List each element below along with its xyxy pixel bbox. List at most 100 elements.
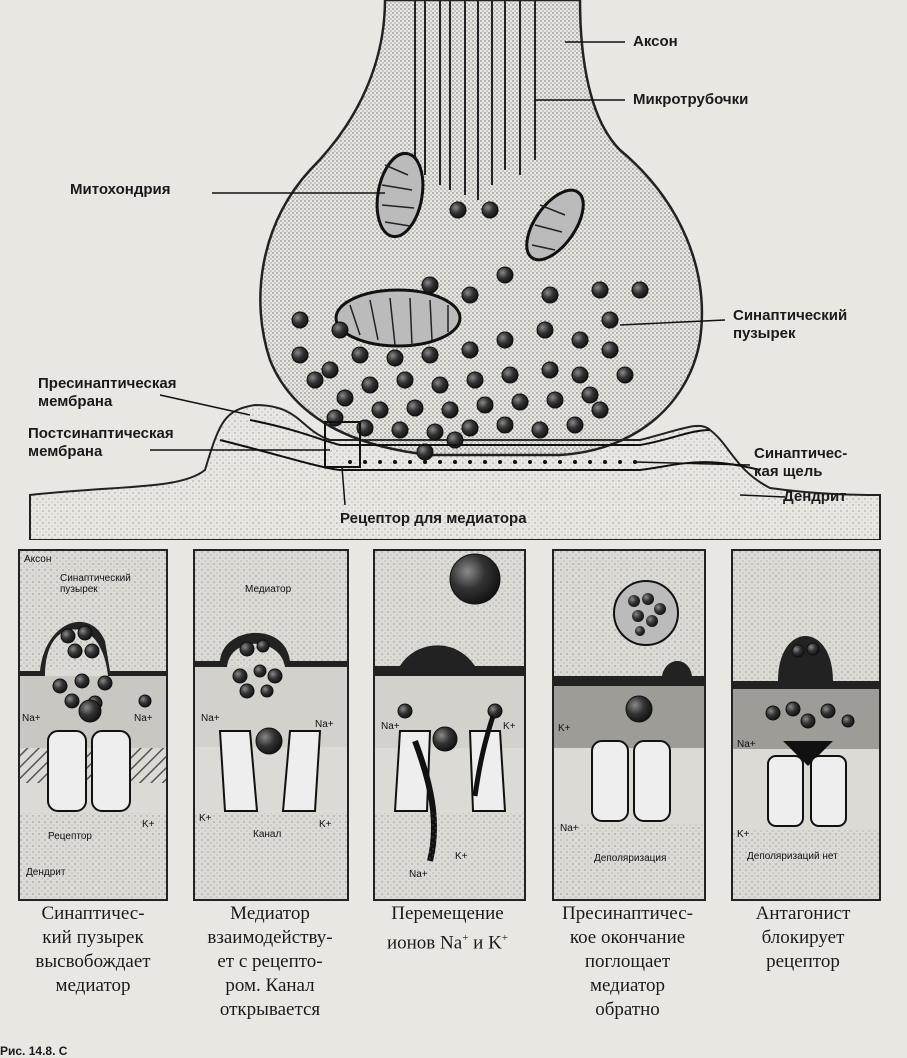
label-mitochondrion: Митохондрия bbox=[70, 181, 171, 198]
label-receptor: Рецептор для медиатора bbox=[340, 510, 527, 527]
p5-label-k: K+ bbox=[737, 829, 750, 840]
vesicle bbox=[501, 366, 519, 384]
vesicle bbox=[481, 201, 499, 219]
panel-ion-flow-art bbox=[375, 551, 524, 899]
panel-reuptake: K+ Na+ Деполяризация bbox=[552, 549, 706, 901]
panel-release: Аксон Синаптический пузырек Na+ Na+ Реце… bbox=[18, 549, 168, 901]
p3-label-k-bottom: K+ bbox=[455, 851, 468, 862]
panel-reuptake-art bbox=[554, 551, 704, 899]
p3-label-k-right: K+ bbox=[503, 721, 516, 732]
vesicle bbox=[601, 341, 619, 359]
vesicle bbox=[396, 371, 414, 389]
panel-antagonist: Na+ K+ Деполяризаций нет bbox=[731, 549, 881, 901]
caption-release: Синаптичес- кий пузырек высвобождает мед… bbox=[35, 903, 151, 996]
vesicle bbox=[496, 266, 514, 284]
vesicle bbox=[461, 286, 479, 304]
vesicle bbox=[426, 423, 444, 441]
vesicle bbox=[461, 341, 479, 359]
panel-binding: Медиатор Na+ Na+ K+ Канал K+ bbox=[193, 549, 349, 901]
vesicle bbox=[566, 416, 584, 434]
label-synaptic-vesicle: Синаптический пузырек bbox=[733, 307, 848, 342]
p4-label-na: Na+ bbox=[560, 823, 579, 834]
vesicle bbox=[351, 346, 369, 364]
vesicle bbox=[421, 346, 439, 364]
vesicle bbox=[531, 421, 549, 439]
axon-terminal bbox=[259, 0, 704, 457]
vesicle bbox=[631, 281, 649, 299]
vesicle bbox=[601, 311, 619, 329]
vesicle bbox=[416, 443, 434, 461]
p1-label-na-right: Na+ bbox=[134, 713, 153, 724]
mitochondrion-2 bbox=[525, 188, 585, 262]
vesicle bbox=[546, 391, 564, 409]
vesicle bbox=[591, 281, 609, 299]
p1-label-receptor: Рецептор bbox=[48, 831, 92, 842]
p1-label-dendrite: Дендрит bbox=[26, 867, 66, 878]
panel-ion-flow: Na+ K+ K+ Na+ bbox=[373, 549, 526, 901]
vesicle bbox=[361, 376, 379, 394]
vesicle bbox=[336, 389, 354, 407]
vesicle bbox=[321, 361, 339, 379]
figure-caption-fragment: Рис. 14.8. С bbox=[0, 1044, 68, 1058]
vesicle bbox=[496, 416, 514, 434]
p2-label-na-left: Na+ bbox=[201, 713, 220, 724]
vesicle bbox=[326, 409, 344, 427]
label-axon: Аксон bbox=[633, 33, 678, 50]
p5-label-no-depolarization: Деполяризаций нет bbox=[747, 851, 838, 862]
vesicle bbox=[406, 399, 424, 417]
panel-release-art bbox=[20, 551, 166, 899]
presynaptic-membrane bbox=[249, 419, 711, 446]
leader-lines bbox=[150, 41, 786, 506]
label-dendrite: Дендрит bbox=[783, 488, 847, 505]
label-synaptic-cleft: Синаптичес- кая щель bbox=[754, 445, 848, 480]
mitochondrion-1 bbox=[375, 151, 425, 239]
vesicle bbox=[496, 331, 514, 349]
vesicle bbox=[476, 396, 494, 414]
label-microtubules: Микротрубочки bbox=[633, 91, 749, 108]
vesicle bbox=[391, 421, 409, 439]
p2-label-k-right: K+ bbox=[319, 819, 332, 830]
p2-label-na-right: Na+ bbox=[315, 719, 334, 730]
vesicle bbox=[571, 366, 589, 384]
panel-antagonist-art bbox=[733, 551, 879, 899]
p1-label-vesicle: Синаптический пузырек bbox=[60, 573, 131, 595]
panel-binding-art bbox=[195, 551, 347, 899]
vesicle bbox=[591, 401, 609, 419]
vesicle bbox=[291, 346, 309, 364]
mitochondrion-3 bbox=[334, 288, 462, 348]
p1-label-k: K+ bbox=[142, 819, 155, 830]
synapse-illustration bbox=[29, 0, 881, 541]
vesicle bbox=[449, 201, 467, 219]
p2-label-k-left: K+ bbox=[199, 813, 212, 824]
vesicle bbox=[466, 371, 484, 389]
p3-label-na-bottom: Na+ bbox=[409, 869, 428, 880]
p4-label-depolarization: Деполяризация bbox=[594, 853, 667, 864]
vesicle bbox=[371, 401, 389, 419]
cleft-dots bbox=[348, 460, 637, 464]
vesicle bbox=[421, 276, 439, 294]
p2-label-channel: Канал bbox=[253, 829, 282, 840]
vesicle bbox=[536, 321, 554, 339]
label-presynaptic-membrane: Пресинаптическая мембрана bbox=[38, 375, 177, 410]
caption-reuptake: Пресинаптичес- кое окончание поглощает м… bbox=[562, 903, 693, 1020]
vesicle bbox=[541, 361, 559, 379]
vesicle bbox=[291, 311, 309, 329]
vesicle bbox=[541, 286, 559, 304]
vesicle bbox=[511, 393, 529, 411]
synapse-diagram: Аксон Микротрубочки Митохондрия Синаптич… bbox=[28, 0, 881, 541]
p5-label-na: Na+ bbox=[737, 739, 756, 750]
p4-label-k: K+ bbox=[558, 723, 571, 734]
vesicle bbox=[616, 366, 634, 384]
microtubules bbox=[414, 0, 536, 200]
p3-label-na-left: Na+ bbox=[381, 721, 400, 732]
vesicle bbox=[331, 321, 349, 339]
caption-antagonist: Антагонист блокирует рецептор bbox=[755, 903, 851, 972]
vesicle bbox=[306, 371, 324, 389]
vesicle bbox=[461, 419, 479, 437]
vesicle bbox=[431, 376, 449, 394]
caption-binding: Медиатор взаимодейству- ет с рецепто- ро… bbox=[207, 903, 333, 1020]
p2-label-mediator: Медиатор bbox=[245, 584, 292, 595]
vesicle bbox=[571, 331, 589, 349]
p1-label-na-left: Na+ bbox=[22, 713, 41, 724]
